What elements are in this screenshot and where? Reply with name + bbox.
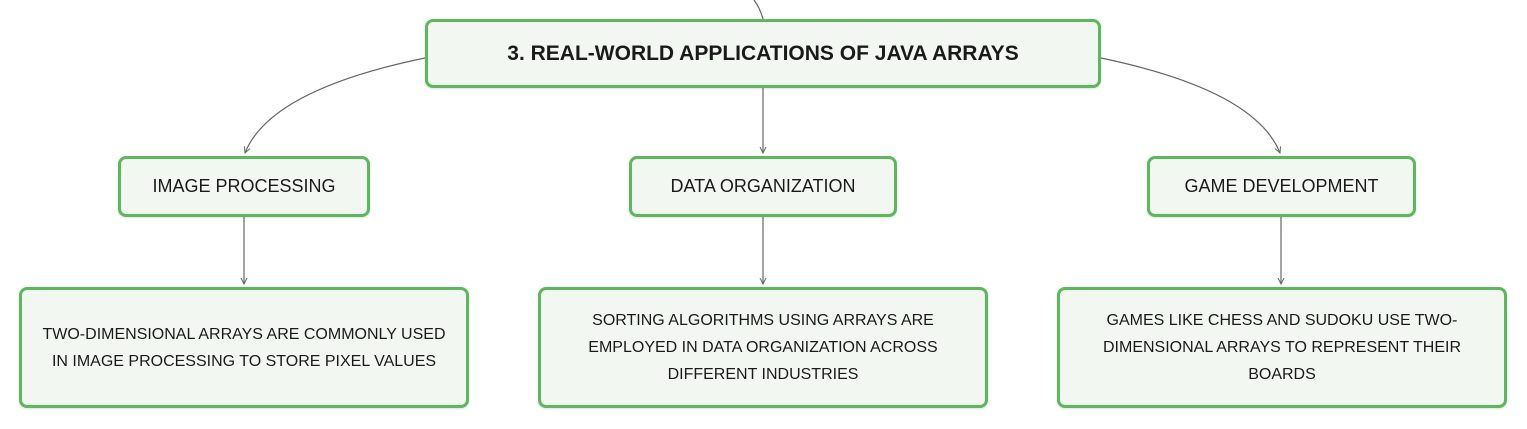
connector-from-parent	[753, 0, 764, 20]
detail-node-text: SORTING ALGORITHMS USING ARRAYS ARE EMPL…	[588, 312, 938, 383]
detail-node-data-organization[interactable]: SORTING ALGORITHMS USING ARRAYS ARE EMPL…	[538, 287, 988, 408]
detail-node-image-processing[interactable]: TWO-DIMENSIONAL ARRAYS ARE COMMONLY USED…	[19, 287, 469, 408]
root-node-title: 3. REAL-WORLD APPLICATIONS OF JAVA ARRAY…	[507, 41, 1019, 65]
connector-root-to-game-development	[1100, 57, 1280, 153]
branch-node-image-processing[interactable]: IMAGE PROCESSING	[118, 156, 370, 217]
detail-node-text: TWO-DIMENSIONAL ARRAYS ARE COMMONLY USED…	[42, 325, 446, 370]
branch-node-game-development[interactable]: GAME DEVELOPMENT	[1147, 156, 1416, 217]
root-node[interactable]: 3. REAL-WORLD APPLICATIONS OF JAVA ARRAY…	[425, 19, 1101, 88]
branch-node-label: GAME DEVELOPMENT	[1184, 176, 1379, 196]
connector-root-to-image-processing	[245, 57, 426, 153]
branch-node-label: DATA ORGANIZATION	[670, 176, 856, 196]
detail-node-game-development[interactable]: GAMES LIKE CHESS AND SUDOKU USE TWO-DIME…	[1057, 287, 1507, 408]
branch-node-data-organization[interactable]: DATA ORGANIZATION	[629, 156, 897, 217]
branch-node-label: IMAGE PROCESSING	[152, 176, 336, 196]
detail-node-text: GAMES LIKE CHESS AND SUDOKU USE TWO-DIME…	[1102, 312, 1461, 383]
